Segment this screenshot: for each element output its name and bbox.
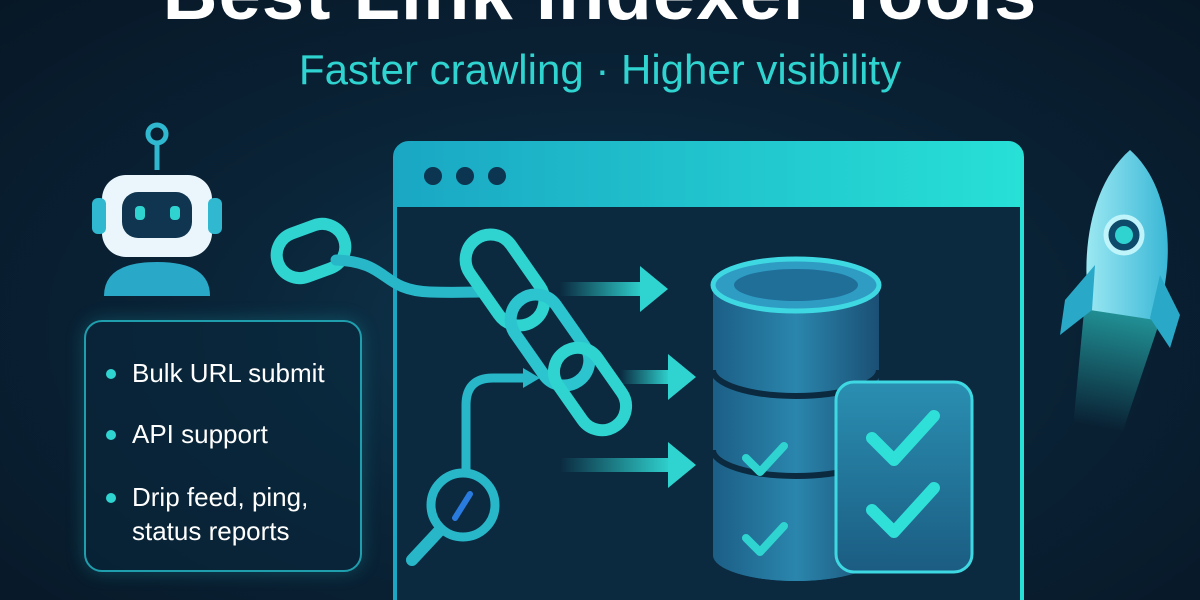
checklist-card-icon <box>834 380 974 574</box>
feature-label: Drip feed, ping, status reports <box>132 482 309 546</box>
robot-icon <box>92 122 222 296</box>
feature-item: Drip feed, ping, status reports <box>106 480 308 548</box>
page-subtitle: Faster crawling · Higher visibility <box>298 46 902 93</box>
chain-link-icon <box>270 217 633 437</box>
bullet-icon <box>106 430 116 440</box>
bullet-icon <box>106 369 116 379</box>
feature-item: Bulk URL submit <box>106 356 325 390</box>
bullet-icon <box>106 493 116 503</box>
page-title: Best Link Indexer Tools <box>0 0 1200 37</box>
arrow-icon <box>560 266 696 488</box>
features-panel: Bulk URL submit API support Drip feed, p… <box>84 320 362 572</box>
feature-label: Bulk URL submit <box>132 358 325 388</box>
feature-label: API support <box>132 419 268 449</box>
rocket-icon <box>1060 150 1180 433</box>
feature-item: API support <box>106 417 268 451</box>
magnifier-gauge-icon <box>406 368 540 566</box>
